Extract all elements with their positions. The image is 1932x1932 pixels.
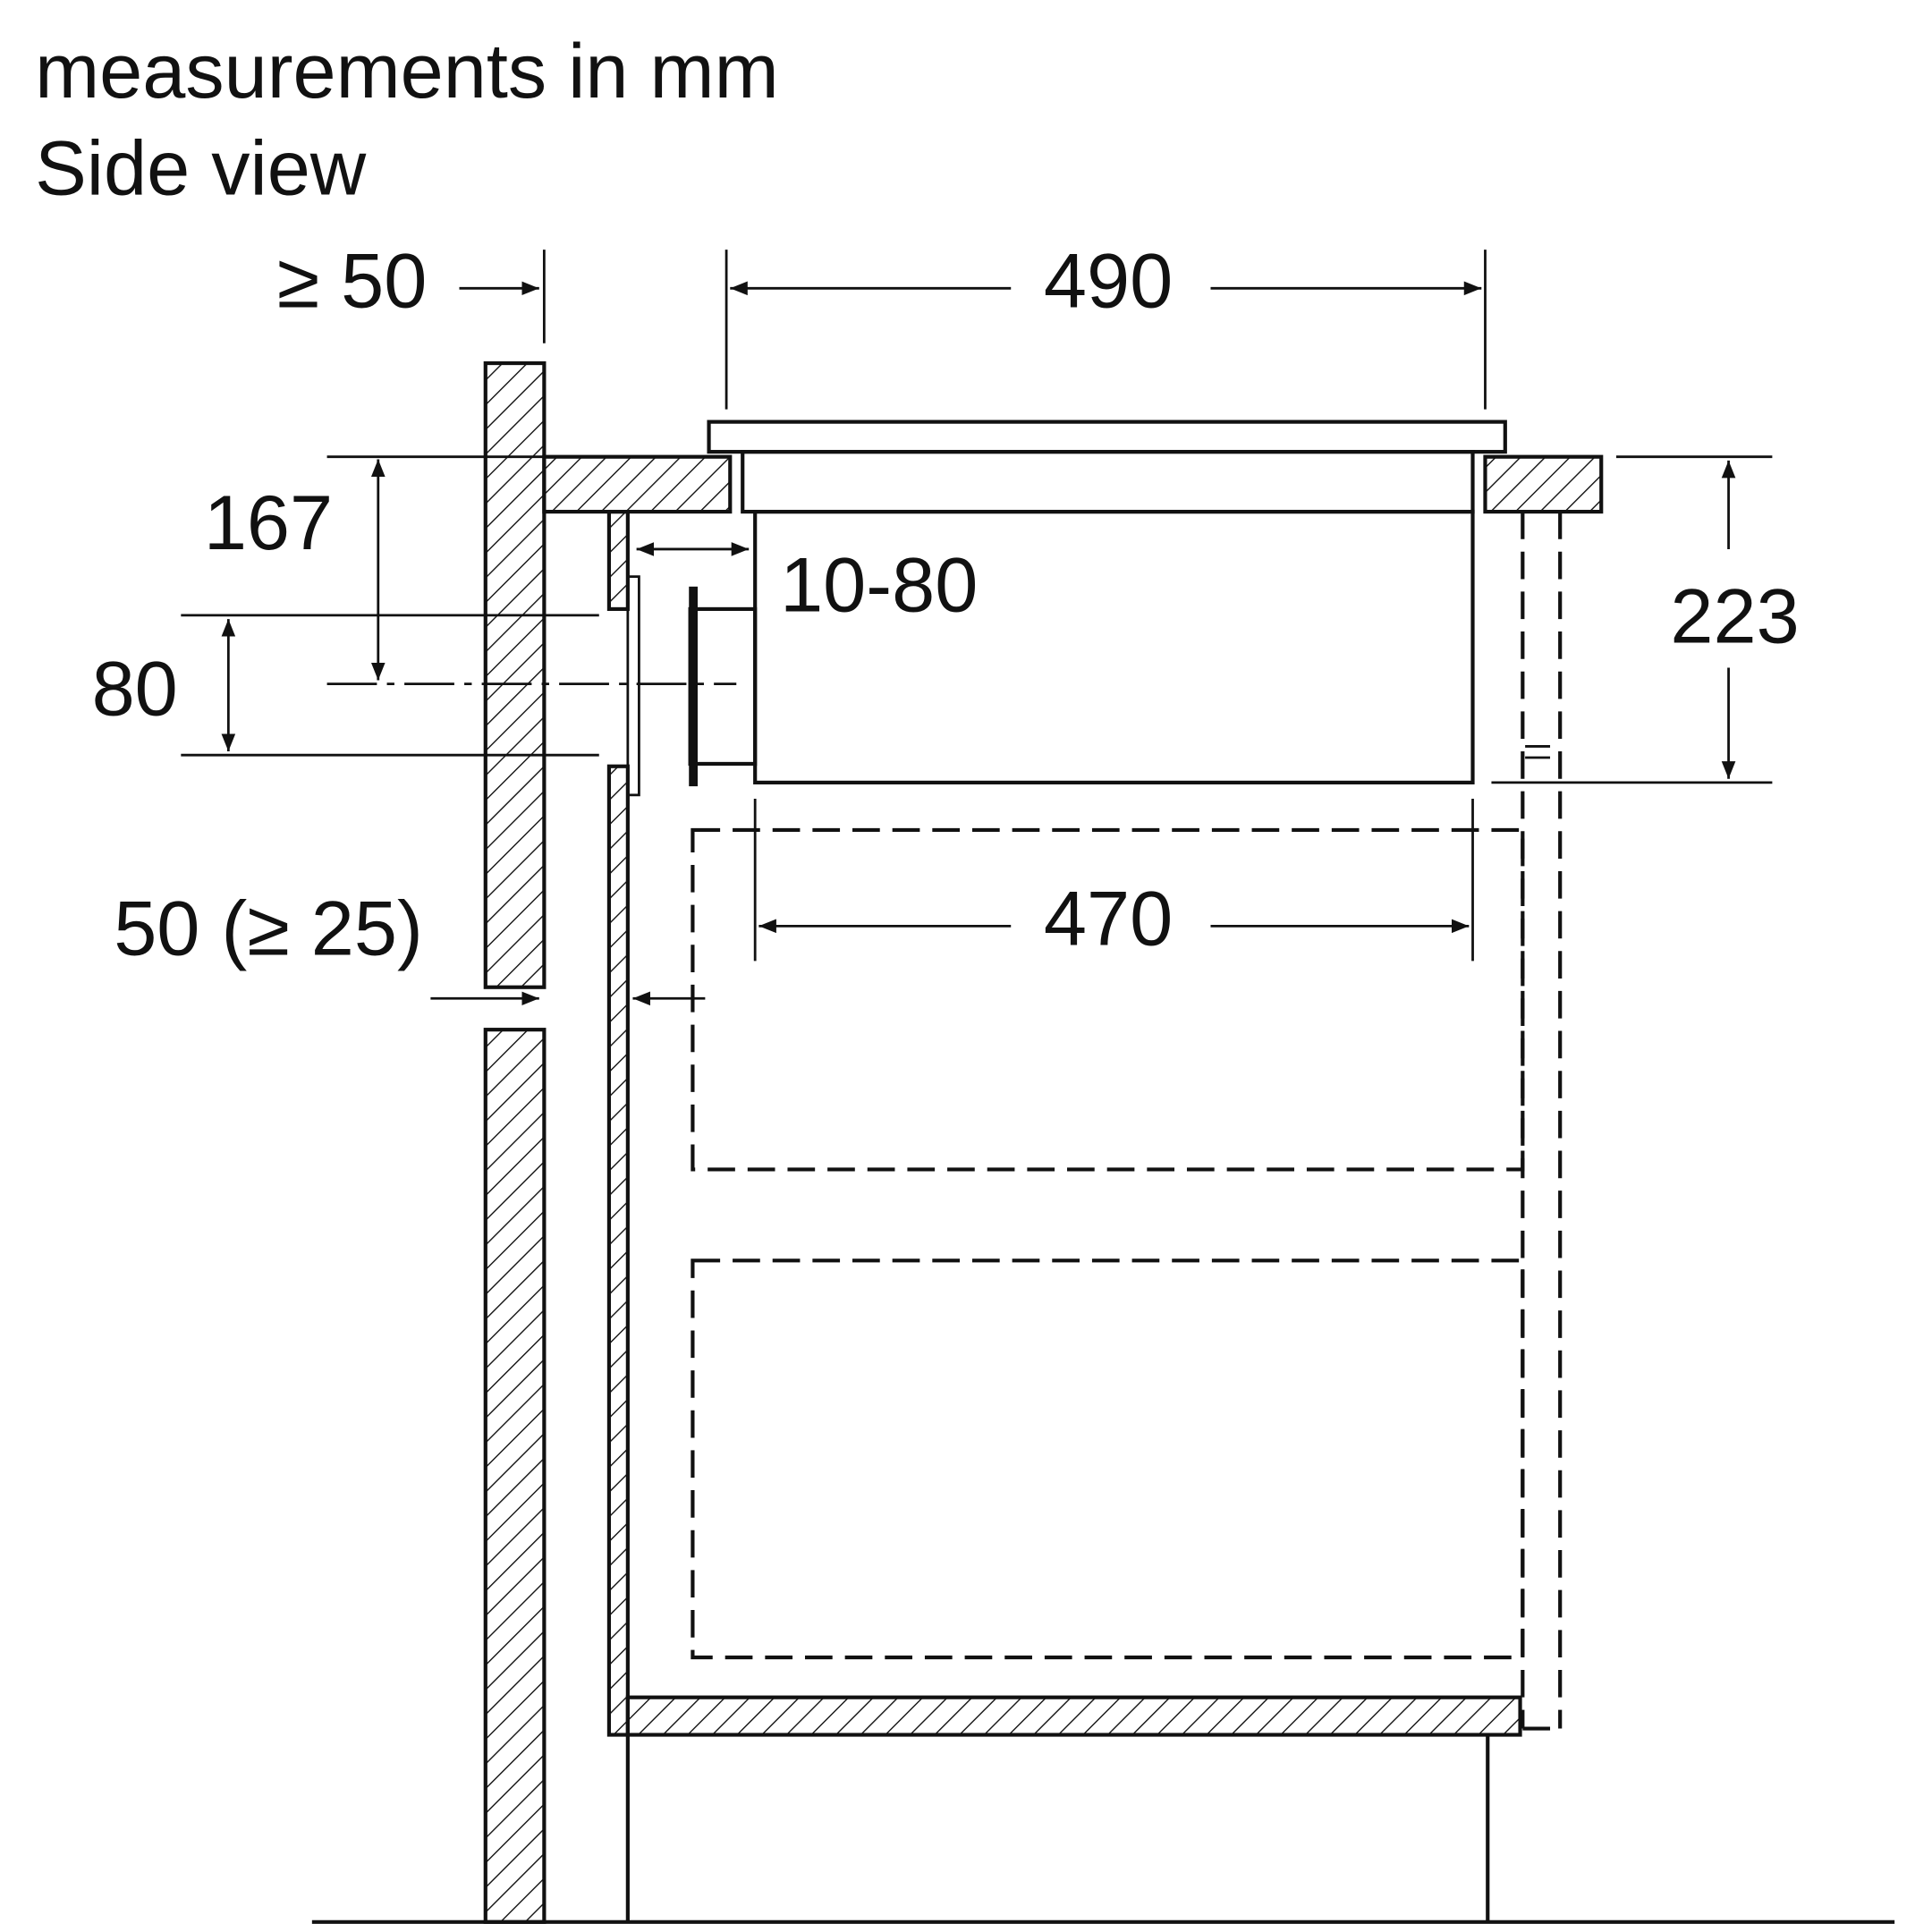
dim-10-80: 10-80 bbox=[636, 542, 978, 629]
duct-connector bbox=[626, 575, 758, 797]
dim-rear-gap: 50 (≥ 25) bbox=[114, 886, 706, 1006]
dim-80: 80 bbox=[92, 614, 599, 757]
svg-text:470: 470 bbox=[1044, 876, 1173, 962]
svg-text:50 (≥ 25): 50 (≥ 25) bbox=[114, 886, 423, 971]
cabinet-back-panel bbox=[606, 510, 630, 1737]
svg-text:223: 223 bbox=[1670, 574, 1799, 660]
svg-text:490: 490 bbox=[1044, 238, 1173, 324]
svg-text:≥ 50: ≥ 50 bbox=[277, 238, 428, 324]
svg-text:80: 80 bbox=[92, 647, 178, 733]
dim-hob-width: 490 bbox=[724, 238, 1487, 410]
drawer-lower-outline bbox=[691, 1258, 1525, 1660]
hob bbox=[707, 419, 1507, 784]
dim-wall-gap: ≥ 50 bbox=[277, 238, 546, 343]
view-label: Side view bbox=[35, 126, 367, 212]
wall bbox=[483, 360, 547, 1924]
svg-text:10-80: 10-80 bbox=[780, 543, 978, 629]
dim-223: 223 bbox=[1491, 455, 1800, 784]
dim-167: 167 bbox=[204, 455, 737, 686]
dim-cutout-width: 470 bbox=[753, 799, 1474, 962]
cabinet-front-outline bbox=[1521, 512, 1563, 1731]
countertop bbox=[542, 454, 1604, 514]
units-label: measurements in mm bbox=[35, 29, 779, 114]
cabinet-base-shelf bbox=[625, 1695, 1522, 1737]
svg-text:167: 167 bbox=[204, 480, 333, 566]
